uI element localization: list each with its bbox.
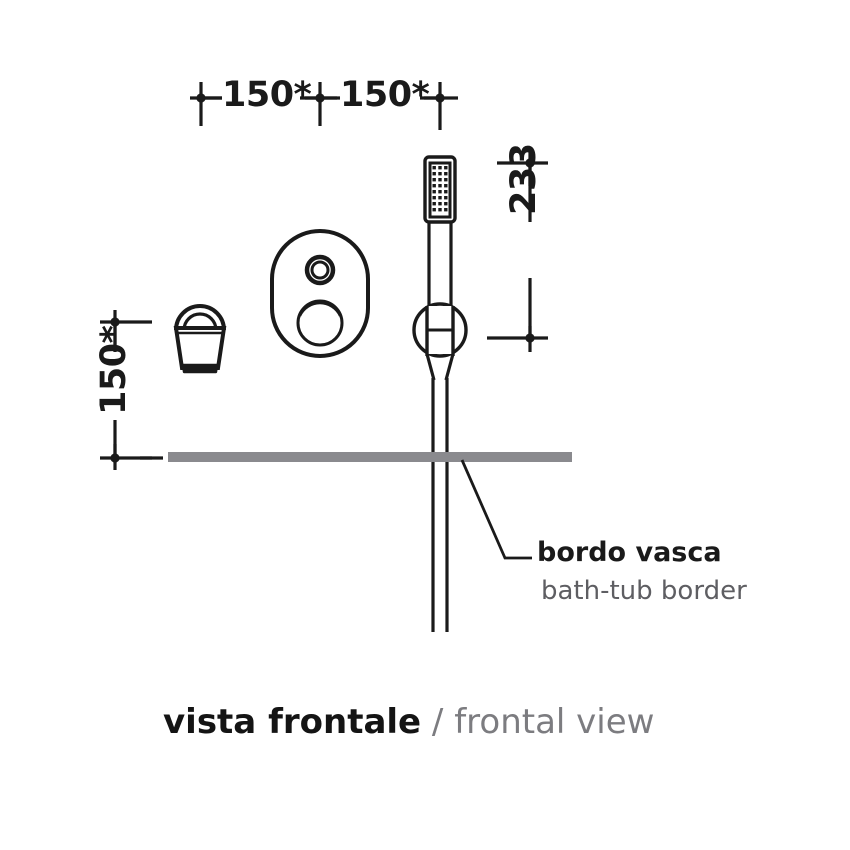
top-dim-tick-center <box>305 82 337 126</box>
lever-handle <box>173 304 227 374</box>
handshower <box>423 155 457 312</box>
top-dimension-chain <box>190 82 458 130</box>
diverter-knob <box>296 299 344 347</box>
dimension-label-vertical-left: 150* <box>94 325 134 415</box>
top-dim-tick-left <box>190 82 222 126</box>
dimension-label-vertical-right: 233 <box>504 143 544 215</box>
wall-bracket <box>412 302 468 381</box>
left-dimension-150 <box>100 310 152 470</box>
control-plate-body <box>270 229 370 358</box>
tub-border <box>140 452 572 462</box>
tub-border-bar <box>168 452 572 462</box>
view-caption-english: frontal view <box>454 702 655 742</box>
shower-hose <box>431 378 449 632</box>
callout-label-english: bath-tub border <box>541 576 747 606</box>
callout-leader <box>460 459 532 560</box>
right-dim-tick-bottom <box>487 326 548 352</box>
view-caption: vista frontale / frontal view <box>163 705 654 739</box>
mixer-ring <box>304 254 336 286</box>
dimension-label-top-left: 150* <box>222 75 312 115</box>
handshower-nozzle-grid <box>432 166 448 212</box>
dimension-label-top-right: 150* <box>340 75 430 115</box>
view-caption-italian: vista frontale <box>163 702 422 742</box>
view-caption-separator: / <box>421 702 455 742</box>
top-dim-tick-right <box>424 82 458 130</box>
callout-label-italian: bordo vasca <box>537 537 722 568</box>
control-plate <box>270 229 370 358</box>
right-dimension-233 <box>487 152 548 352</box>
left-dim-tick-top <box>100 310 152 345</box>
right-dim-tick-top <box>497 152 548 186</box>
